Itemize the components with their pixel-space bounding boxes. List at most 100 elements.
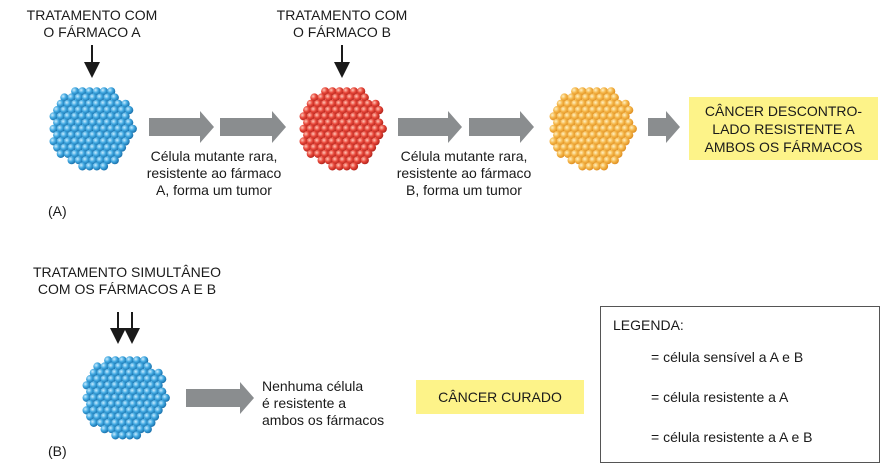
cell bbox=[571, 149, 580, 158]
cell bbox=[607, 124, 616, 133]
cell bbox=[81, 156, 91, 165]
cell bbox=[574, 106, 583, 115]
cell bbox=[96, 156, 105, 165]
cell bbox=[585, 124, 594, 133]
cell bbox=[150, 400, 160, 409]
cell bbox=[342, 162, 351, 171]
cell bbox=[589, 143, 598, 152]
cell bbox=[103, 93, 112, 102]
cell bbox=[353, 118, 362, 127]
cell bbox=[339, 106, 348, 115]
cell bbox=[599, 137, 609, 146]
cell bbox=[140, 393, 149, 402]
cell bbox=[114, 412, 124, 421]
cell bbox=[100, 412, 109, 421]
cell bbox=[371, 112, 380, 121]
cell bbox=[129, 362, 138, 371]
cell bbox=[78, 137, 87, 146]
cell bbox=[375, 106, 384, 115]
cell bbox=[317, 106, 326, 115]
cell bbox=[349, 99, 359, 108]
cell bbox=[104, 381, 113, 390]
cell bbox=[154, 368, 163, 377]
cell bbox=[574, 93, 583, 102]
cell bbox=[60, 93, 69, 102]
cell bbox=[110, 143, 119, 152]
legend-box: LEGENDA: = célula sensível a A e B = cél… bbox=[600, 306, 880, 463]
cell bbox=[71, 87, 80, 96]
cell bbox=[121, 124, 130, 133]
cell bbox=[150, 387, 160, 396]
cell bbox=[107, 124, 116, 133]
cell bbox=[114, 112, 123, 121]
cell bbox=[81, 118, 91, 127]
cell bbox=[342, 124, 351, 133]
cell bbox=[117, 131, 127, 140]
cell bbox=[549, 124, 558, 133]
cell bbox=[114, 425, 124, 434]
cell bbox=[118, 381, 127, 390]
cell bbox=[56, 99, 65, 108]
cell bbox=[617, 143, 627, 152]
cell bbox=[93, 400, 102, 409]
cell bbox=[93, 362, 102, 371]
cell bbox=[610, 106, 619, 115]
cell bbox=[132, 381, 142, 390]
cell bbox=[104, 406, 113, 415]
cell bbox=[89, 93, 98, 102]
cell bbox=[364, 149, 373, 158]
cell bbox=[596, 93, 605, 102]
cell bbox=[92, 87, 101, 96]
cell bbox=[310, 131, 319, 140]
cell bbox=[150, 375, 160, 384]
cell bbox=[324, 93, 333, 102]
cell bbox=[310, 143, 319, 152]
cell bbox=[129, 412, 138, 421]
cell bbox=[78, 112, 87, 121]
cell bbox=[96, 418, 106, 427]
cell bbox=[125, 131, 134, 140]
cell bbox=[331, 131, 341, 140]
cell bbox=[614, 99, 623, 108]
cell bbox=[96, 106, 105, 115]
cell bbox=[121, 112, 130, 121]
cell bbox=[313, 112, 323, 121]
cell bbox=[592, 112, 601, 121]
legend-item-sensitive: = célula sensível a A e B bbox=[651, 349, 804, 365]
cell bbox=[596, 143, 605, 152]
cell bbox=[85, 99, 94, 108]
cell bbox=[317, 93, 326, 102]
cell bbox=[335, 137, 344, 146]
cell bbox=[621, 124, 630, 133]
cell bbox=[56, 124, 65, 133]
cell bbox=[375, 131, 384, 140]
cell bbox=[571, 99, 580, 108]
cell bbox=[607, 137, 616, 146]
cell bbox=[86, 412, 95, 421]
cell bbox=[143, 400, 152, 409]
cell bbox=[81, 93, 91, 102]
cell bbox=[556, 112, 565, 121]
cell bbox=[60, 143, 69, 152]
cell bbox=[63, 124, 73, 133]
cell bbox=[342, 87, 351, 96]
cell bbox=[549, 137, 558, 146]
cell bbox=[571, 112, 580, 121]
cell bbox=[96, 381, 106, 390]
cell bbox=[99, 162, 109, 171]
cell bbox=[625, 106, 634, 115]
cell bbox=[78, 99, 87, 108]
cell bbox=[621, 112, 630, 121]
cell bbox=[306, 137, 315, 146]
cell bbox=[110, 106, 119, 115]
cell bbox=[328, 162, 337, 171]
cell bbox=[321, 99, 330, 108]
cell bbox=[621, 99, 630, 108]
cell bbox=[578, 87, 587, 96]
cell bbox=[321, 87, 330, 96]
cell bbox=[111, 393, 120, 402]
cell bbox=[100, 387, 109, 396]
cell bbox=[328, 137, 337, 146]
cell bbox=[317, 131, 326, 140]
cell bbox=[592, 149, 601, 158]
